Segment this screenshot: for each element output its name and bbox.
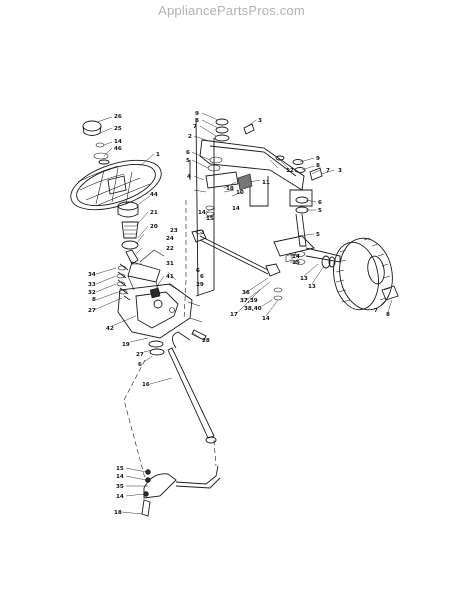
front-wheel [333,237,399,311]
label-14: 14 [292,254,300,260]
label-14: 14 [262,316,270,322]
label-17: 17 [230,312,238,318]
leader-lines [93,112,393,515]
label-29: 29 [196,282,204,288]
front-axle [189,117,313,297]
label-15: 15 [292,260,300,266]
alignment-line-center [183,200,217,467]
label-6: 6 [138,362,142,368]
label-15: 15 [206,216,214,222]
label-26: 26 [114,114,122,120]
label-28: 28 [202,338,210,344]
steering-wheel [70,159,162,211]
label-4: 4 [187,174,191,180]
label-14: 14 [116,494,124,500]
label-15: 15 [116,466,124,472]
label-1: 1 [156,152,160,158]
spindle-right [273,196,341,269]
label-8: 8 [92,297,96,303]
label-22: 22 [166,246,174,252]
site-watermark: AppliancePartsPros.com [158,3,305,18]
label-19: 19 [122,342,130,348]
label-33: 33 [88,282,96,288]
label-9: 9 [195,111,199,117]
label-3: 3 [338,168,342,174]
label-18: 18 [226,186,234,192]
label-7: 7 [193,124,197,130]
label-41: 41 [166,274,174,280]
label-13: 13 [308,284,316,290]
steering-cap [82,120,110,165]
label-32: 32 [88,290,96,296]
label-8: 8 [386,312,390,318]
label-2: 2 [188,134,192,140]
steering-bracket [116,263,207,341]
label-5: 5 [186,158,190,164]
label-3: 3 [258,118,262,124]
label-14: 14 [232,206,240,212]
label-25: 25 [114,126,122,132]
label-14: 14 [116,474,124,480]
label-34: 34 [88,272,96,278]
label-5: 5 [318,208,322,214]
label-12: 12 [286,168,294,174]
pitman-arm [141,465,221,517]
alignment-line-left [123,359,147,483]
label-6: 6 [200,274,204,280]
label-21: 21 [150,210,158,216]
label-37-39: 37,39 [240,298,258,304]
label-42: 42 [106,326,114,332]
axle-hardware-top [207,118,323,181]
label-6: 6 [196,268,200,274]
label-7: 7 [374,308,378,314]
label-16: 16 [142,382,150,388]
label-38-40: 38,40 [244,306,262,312]
label-10: 10 [236,190,244,196]
label-6: 6 [186,150,190,156]
label-6: 6 [318,200,322,206]
label-14: 14 [114,139,122,145]
label-20: 20 [150,224,158,230]
label-23: 23 [170,228,178,234]
label-8: 8 [316,163,320,169]
label-9: 9 [316,156,320,162]
label-8: 8 [195,118,199,124]
steering-shaft [148,331,217,444]
label-14: 14 [198,210,206,216]
label-13: 13 [300,276,308,282]
label-46: 46 [114,146,122,152]
label-36: 36 [242,290,250,296]
label-11: 11 [262,180,270,186]
label-24: 24 [166,236,174,242]
part-labels: 26 25 14 46 1 44 21 20 23 24 22 31 34 33… [88,111,390,516]
label-5: 5 [316,232,320,238]
label-18: 18 [114,510,122,516]
steering-bushing [117,201,139,250]
label-31: 31 [166,261,174,267]
label-7: 7 [326,168,330,174]
label-27: 27 [136,352,144,358]
label-27: 27 [88,308,96,314]
label-44: 44 [150,192,158,198]
tie-rod [191,205,293,301]
label-35: 35 [116,484,124,490]
